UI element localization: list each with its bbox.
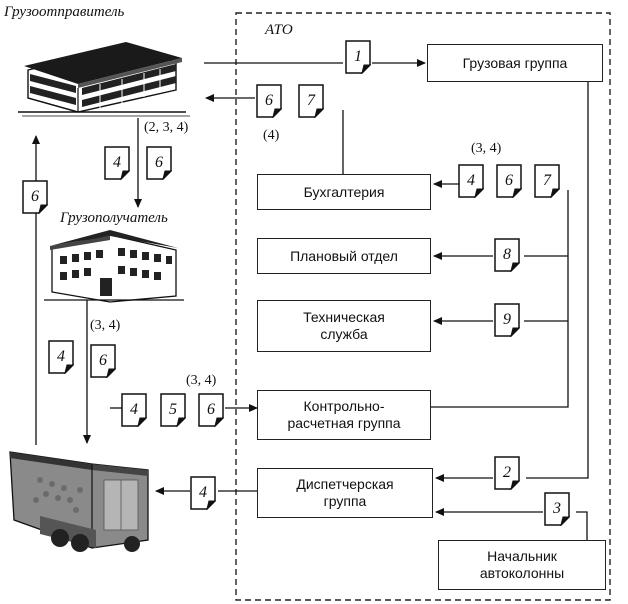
document-sheet-icon xyxy=(494,303,520,337)
document-icon: 6 xyxy=(198,393,224,427)
document-sheet-icon xyxy=(198,393,224,427)
document-sheet-icon xyxy=(121,393,147,427)
document-sheet-icon xyxy=(494,456,520,490)
document-icon: 6 xyxy=(146,146,172,180)
document-icon: 7 xyxy=(534,164,560,198)
note-docs-34-control: (3, 4) xyxy=(186,373,217,388)
document-sheet-icon xyxy=(298,84,324,118)
document-sheet-icon xyxy=(544,492,570,526)
document-sheet-icon xyxy=(160,393,186,427)
document-icon: 4 xyxy=(48,340,74,374)
document-sheet-icon xyxy=(48,340,74,374)
box-accounting-text: Бухгалтерия xyxy=(303,183,385,200)
document-icon: 3 xyxy=(544,492,570,526)
document-icon: 6 xyxy=(496,164,522,198)
box-chief-text: Начальник автоколонны xyxy=(479,548,565,581)
document-sheet-icon xyxy=(104,146,130,180)
document-sheet-icon xyxy=(146,146,172,180)
document-sheet-icon xyxy=(458,164,484,198)
document-sheet-icon xyxy=(494,238,520,272)
document-icon: 8 xyxy=(494,238,520,272)
document-sheet-icon xyxy=(256,84,282,118)
box-control: Контрольно- расчетная группа xyxy=(257,390,431,440)
document-icon: 1 xyxy=(345,40,371,74)
box-cargo-group-text: Грузовая группа xyxy=(462,54,568,71)
box-technical-text: Техническая служба xyxy=(303,309,385,342)
document-icon: 6 xyxy=(90,344,116,378)
document-sheet-icon xyxy=(345,40,371,74)
box-planning: Плановый отдел xyxy=(257,238,431,274)
document-icon: 4 xyxy=(190,476,216,510)
document-sheet-icon xyxy=(534,164,560,198)
box-dispatch-text: Диспетчерская группа xyxy=(296,476,394,509)
truck-picture-icon xyxy=(9,451,149,552)
document-icon: 5 xyxy=(160,393,186,427)
box-accounting: Бухгалтерия xyxy=(257,174,431,210)
shipper-building-icon xyxy=(18,42,190,117)
document-sheet-icon xyxy=(190,476,216,510)
document-icon: 6 xyxy=(256,84,282,118)
note-docs-34-consignee: (3, 4) xyxy=(90,318,121,333)
note-docs-4: (4) xyxy=(263,128,280,143)
consignee-building-icon xyxy=(44,230,184,303)
box-technical: Техническая служба xyxy=(257,300,431,352)
box-chief: Начальник автоколонны xyxy=(438,540,606,590)
box-planning-text: Плановый отдел xyxy=(290,247,398,264)
document-icon: 6 xyxy=(22,180,48,214)
document-icon: 4 xyxy=(121,393,147,427)
consignee-label: Грузополучатель xyxy=(60,210,168,226)
ato-label: АТО xyxy=(265,22,293,38)
box-cargo-group: Грузовая группа xyxy=(427,44,603,82)
document-icon: 4 xyxy=(104,146,130,180)
box-dispatch: Диспетчерская группа xyxy=(257,468,433,518)
document-icon: 2 xyxy=(494,456,520,490)
document-icon: 9 xyxy=(494,303,520,337)
document-sheet-icon xyxy=(90,344,116,378)
note-docs-34-accounting: (3, 4) xyxy=(471,141,502,156)
box-control-text: Контрольно- расчетная группа xyxy=(287,398,401,431)
document-sheet-icon xyxy=(496,164,522,198)
shipper-label: Грузоотправитель xyxy=(4,4,125,20)
note-docs-234: (2, 3, 4) xyxy=(144,120,189,135)
document-icon: 4 xyxy=(458,164,484,198)
document-sheet-icon xyxy=(22,180,48,214)
document-icon: 7 xyxy=(298,84,324,118)
